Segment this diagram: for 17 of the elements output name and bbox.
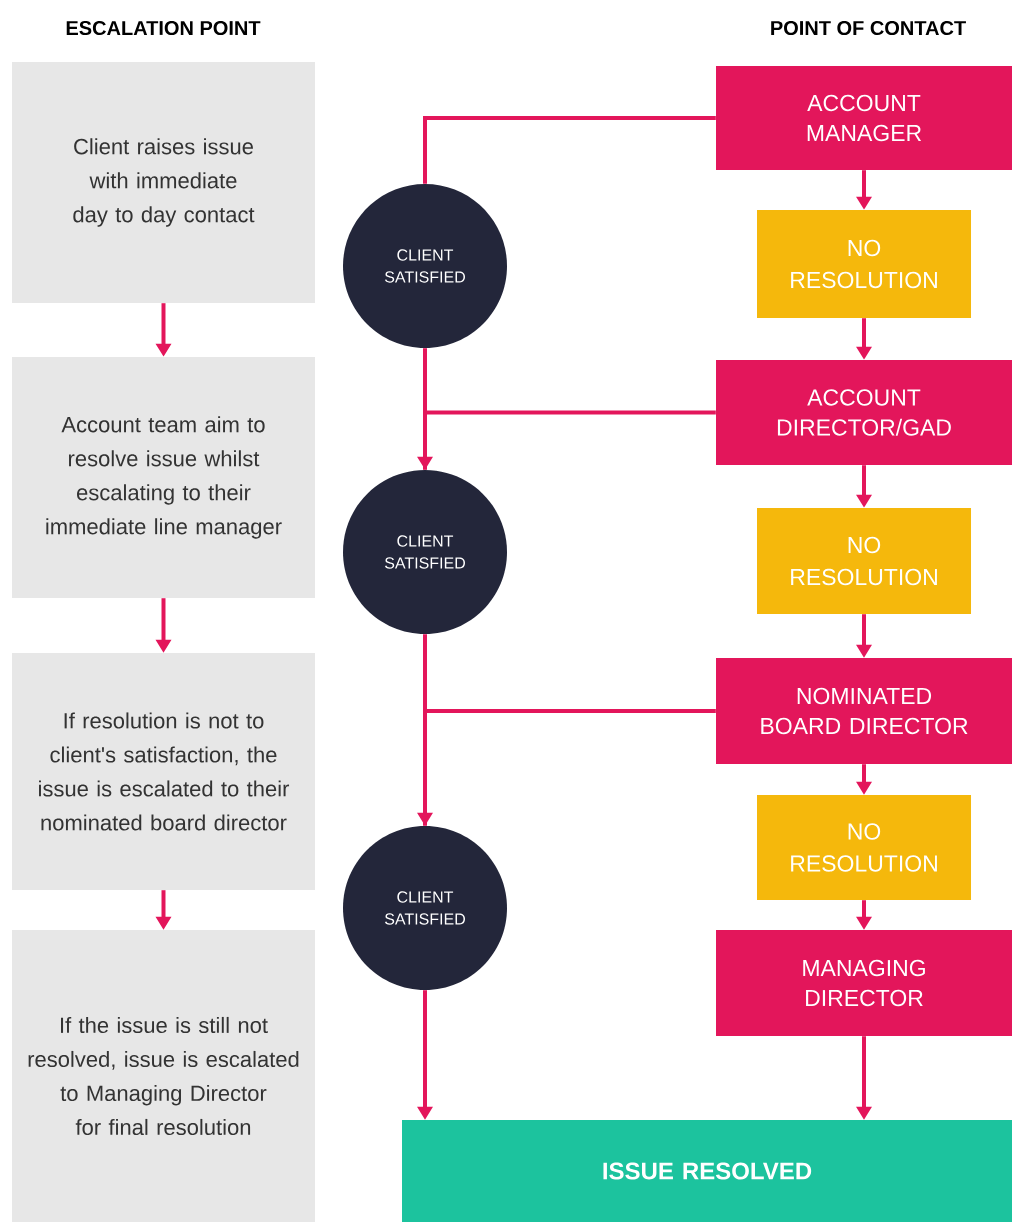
step-box: If resolution is not to client's satisfaction, the issue is escalated to their nominated board director bbox=[12, 653, 315, 890]
status-box: NO RESOLUTION bbox=[757, 210, 971, 318]
step-box: Client raises issue with immediate day to day contact bbox=[12, 62, 315, 303]
contact-box: MANAGING DIRECTOR bbox=[716, 930, 1012, 1036]
column-heading: ESCALATION POINT bbox=[66, 20, 261, 36]
connector-line bbox=[423, 634, 427, 826]
connector-line bbox=[423, 348, 427, 470]
contact-box: ACCOUNT DIRECTOR/GAD bbox=[716, 360, 1012, 465]
connector-line bbox=[423, 116, 716, 184]
contact-box: NOMINATED BOARD DIRECTOR bbox=[716, 658, 1012, 764]
status-box: NO RESOLUTION bbox=[757, 795, 971, 900]
step-box: If the issue is still not resolved, issue is escalated to Managing Director for final resolution bbox=[12, 930, 315, 1222]
step-box: Account team aim to resolve issue whilst escalating to their immediate line manager bbox=[12, 357, 315, 598]
column-heading: POINT OF CONTACT bbox=[771, 20, 966, 36]
outcome-box: ISSUE RESOLVED bbox=[402, 1120, 1012, 1222]
contact-box: ACCOUNT MANAGER bbox=[716, 66, 1012, 170]
status-box: NO RESOLUTION bbox=[757, 508, 971, 614]
